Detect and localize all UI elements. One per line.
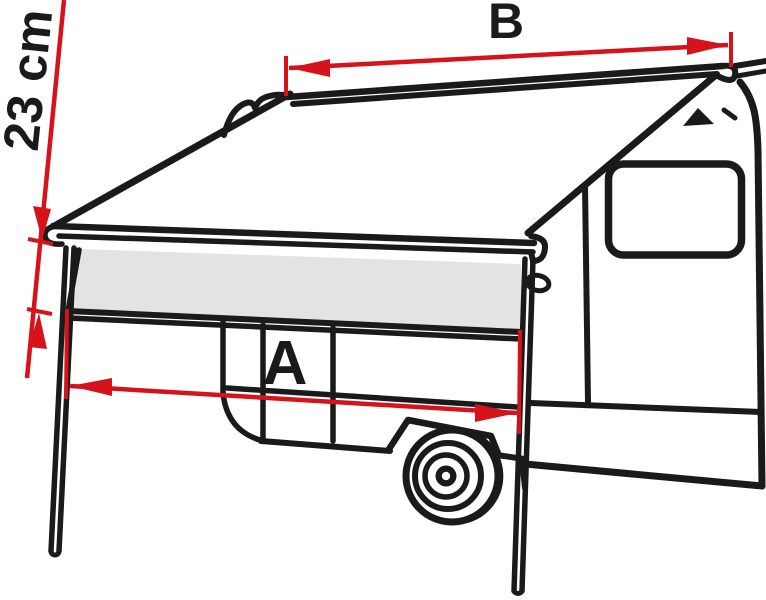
dim-a-tick-right: [517, 329, 522, 435]
left-leg-foot: [48, 548, 62, 558]
front-trim-line: [224, 385, 520, 410]
dim-b-arrow-left: [289, 59, 330, 77]
wheel: [402, 426, 504, 526]
lead-bar-right-cap: [528, 233, 549, 264]
dim-h-line: [24, 0, 67, 379]
dim-h-arrow-up: [29, 313, 47, 349]
dimension-a-label: A: [263, 329, 308, 398]
valance-panel: [68, 249, 521, 334]
roof-bump: [221, 91, 293, 138]
support-leg-left: [48, 245, 77, 558]
dim-h-arrow-down: [33, 206, 51, 240]
dimension-b-label: B: [488, 0, 524, 49]
dim-b-line: [288, 42, 729, 71]
body-skirt-line: [528, 400, 764, 415]
awning: [42, 62, 739, 342]
rim-outer: [412, 440, 484, 512]
vent-dash: [721, 107, 738, 121]
dim-a-arrow-right: [475, 404, 517, 422]
lead-bar-top: [49, 222, 538, 247]
body-bottom-edge: [521, 460, 766, 490]
valance-bottom-edge-inner: [66, 315, 524, 342]
right-leg-inner: [519, 256, 536, 594]
dimension-height-label: 23 cm: [0, 7, 63, 154]
dim-h-tick-bottom: [26, 307, 53, 316]
dimension-b: B: [284, 0, 733, 96]
dim-a-tick-left: [64, 308, 69, 400]
lead-bar-bottom: [56, 233, 536, 255]
roofline-right-inner: [734, 68, 766, 79]
awning-fabric: [58, 66, 724, 233]
dimension-valance-height: 23 cm: [0, 0, 67, 379]
dim-a-arrow-left: [70, 378, 112, 396]
roller-top-line: [283, 62, 727, 101]
lead-bar-left-cap: [42, 223, 65, 247]
valance-bottom-edge: [65, 308, 524, 335]
fabric-right-edge: [524, 71, 720, 237]
dim-b-arrow-right: [687, 37, 728, 55]
hub-hole: [441, 471, 451, 481]
vent-mark: [683, 108, 714, 126]
dimension-a: A: [64, 308, 522, 435]
left-leg-outer: [48, 245, 69, 554]
roofline-right: [732, 58, 766, 69]
side-window: [604, 160, 746, 259]
dim-h-tick-top: [27, 237, 54, 246]
left-leg-inner: [56, 245, 77, 554]
drawbar-curve: [220, 390, 263, 443]
right-leg-foot: [511, 588, 525, 596]
rim-inner: [422, 452, 470, 500]
front-bottom-edge: [258, 438, 393, 454]
body-corner-edge: [582, 182, 591, 405]
fabric-left-edge: [52, 90, 294, 229]
body-right-edge: [736, 78, 766, 490]
roller-bottom-line: [290, 71, 720, 107]
dim-a-line: [69, 383, 518, 416]
tyre-depth-arc: [465, 429, 504, 523]
pull-ring: [524, 272, 552, 294]
